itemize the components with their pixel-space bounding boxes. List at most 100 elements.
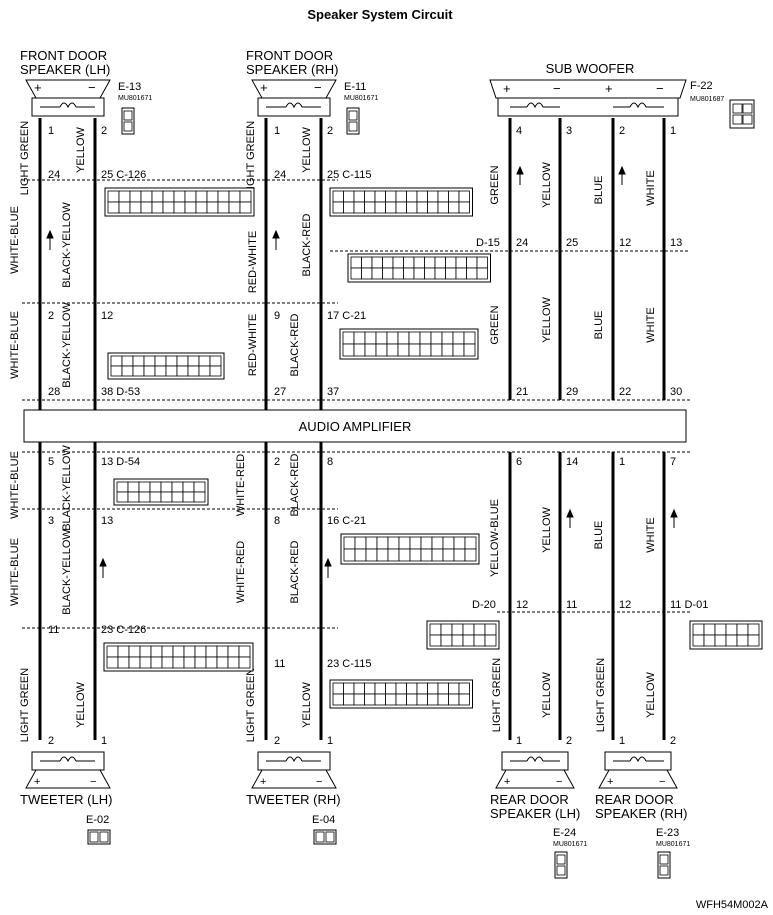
svg-text:REAR DOOR: REAR DOOR [490,792,569,807]
svg-text:2: 2 [274,456,280,468]
svg-text:8: 8 [327,456,333,468]
svg-text:13: 13 [670,237,682,249]
minus-sign: − [88,80,96,95]
svg-text:BLACK-YELLOW: BLACK-YELLOW [61,445,73,531]
svg-text:WHITE-BLUE: WHITE-BLUE [9,538,21,606]
sub-woofer: SUB WOOFER + − + − F-22 MU801687 4 3 2 1 [489,61,755,137]
svg-text:BLACK-RED: BLACK-RED [301,213,313,276]
svg-text:12: 12 [619,237,631,249]
svg-text:YELLOW: YELLOW [75,126,87,172]
svg-text:24: 24 [516,237,528,249]
svg-text:TWEETER (RH): TWEETER (RH) [246,792,341,807]
svg-text:E-11: E-11 [344,81,366,93]
svg-text:GREEN: GREEN [489,305,501,344]
svg-text:WHITE-BLUE: WHITE-BLUE [9,206,21,274]
svg-text:2: 2 [101,125,107,137]
svg-text:FRONT DOOR: FRONT DOOR [246,48,333,63]
svg-text:2: 2 [274,735,280,747]
svg-text:21: 21 [516,386,528,398]
rear-rh-speaker: + − REAR DOOR SPEAKER (RH) E-23 MU801671 [595,751,690,879]
svg-text:3: 3 [566,125,572,137]
svg-text:E-13: E-13 [118,81,141,93]
svg-text:4: 4 [516,125,522,137]
svg-text:+: + [503,81,511,96]
svg-text:−: − [656,81,664,96]
svg-text:2: 2 [566,735,572,747]
connector-face-c115-bot [329,679,473,709]
current-arrows [46,165,678,578]
svg-text:12: 12 [101,310,113,322]
svg-text:BLACK-YELLOW: BLACK-YELLOW [61,529,73,615]
svg-text:YELLOW: YELLOW [541,161,553,207]
connector-face-c21-top [339,328,479,360]
svg-text:29: 29 [566,386,578,398]
connector-face-c126-top [104,187,255,217]
svg-text:RED-WHITE: RED-WHITE [247,314,259,376]
svg-text:MU801671: MU801671 [553,841,587,848]
svg-text:WHITE: WHITE [645,307,657,342]
diagram-title: Speaker System Circuit [307,7,453,22]
svg-text:YELLOW: YELLOW [541,506,553,552]
svg-text:6: 6 [516,456,522,468]
svg-text:2: 2 [327,125,333,137]
svg-text:WHITE-BLUE: WHITE-BLUE [9,451,21,519]
svg-text:LIGHT GREEN: LIGHT GREEN [19,121,31,195]
svg-text:BLACK-YELLOW: BLACK-YELLOW [61,302,73,388]
svg-text:LIGHT GREEN: LIGHT GREEN [595,658,607,732]
svg-text:25 C-115: 25 C-115 [327,169,371,181]
svg-text:YELLOW-BLUE: YELLOW-BLUE [489,499,501,577]
connector-face-d54 [113,478,209,506]
svg-text:BLACK-YELLOW: BLACK-YELLOW [61,202,73,288]
svg-text:D-15: D-15 [476,237,500,249]
svg-text:28: 28 [48,386,60,398]
svg-text:GREEN: GREEN [489,165,501,204]
svg-text:38 D-53: 38 D-53 [101,386,140,398]
svg-text:27: 27 [274,386,286,398]
svg-text:1: 1 [619,456,625,468]
connector-face-c115-top [329,187,473,217]
connector-faces [103,187,763,709]
svg-text:F-22: F-22 [690,80,713,92]
svg-text:3: 3 [48,515,54,527]
svg-text:24: 24 [274,169,286,181]
audio-amplifier-label: AUDIO AMPLIFIER [299,419,412,434]
svg-text:SPEAKER (LH): SPEAKER (LH) [20,62,110,77]
svg-text:BLACK-RED: BLACK-RED [289,313,301,376]
connector-face-c21-bot [340,533,480,565]
svg-text:BLACK-RED: BLACK-RED [289,540,301,603]
svg-text:WHITE: WHITE [645,170,657,205]
svg-text:1: 1 [48,125,54,137]
tweeter-rh: + − TWEETER (RH) E-04 [246,751,341,845]
svg-text:23 C-126: 23 C-126 [101,624,146,636]
svg-text:1: 1 [516,735,522,747]
svg-text:37: 37 [327,386,339,398]
svg-text:1: 1 [101,735,107,747]
svg-text:24: 24 [48,169,60,181]
wire-color-labels: LIGHT GREEN YELLOW LIGHT GREEN YELLOW GR… [9,121,657,742]
svg-text:LIGHT GREEN: LIGHT GREEN [19,668,31,742]
svg-text:−: − [314,80,322,95]
svg-text:−: − [316,776,322,788]
rear-lh-speaker: + − REAR DOOR SPEAKER (LH) E-24 MU801671 [490,751,587,879]
svg-text:E-02: E-02 [86,814,109,826]
svg-text:D-20: D-20 [472,599,496,611]
svg-text:14: 14 [566,456,578,468]
svg-text:7: 7 [670,456,676,468]
svg-text:1: 1 [327,735,333,747]
svg-text:25 C-126: 25 C-126 [101,169,146,181]
svg-text:16 C-21: 16 C-21 [327,515,366,527]
svg-text:TWEETER (LH): TWEETER (LH) [20,792,112,807]
svg-text:BLUE: BLUE [593,521,605,550]
svg-text:SPEAKER (RH): SPEAKER (RH) [595,806,687,821]
svg-text:1: 1 [670,125,676,137]
svg-text:SUB WOOFER: SUB WOOFER [546,61,635,76]
svg-text:YELLOW: YELLOW [301,126,313,172]
svg-text:1: 1 [619,735,625,747]
svg-text:5: 5 [48,456,54,468]
connector-face-d01 [689,620,763,650]
svg-text:FRONT DOOR: FRONT DOOR [20,48,107,63]
svg-text:12: 12 [619,599,631,611]
svg-text:YELLOW: YELLOW [541,296,553,342]
svg-text:11: 11 [566,599,577,611]
svg-text:SPEAKER (LH): SPEAKER (LH) [490,806,580,821]
